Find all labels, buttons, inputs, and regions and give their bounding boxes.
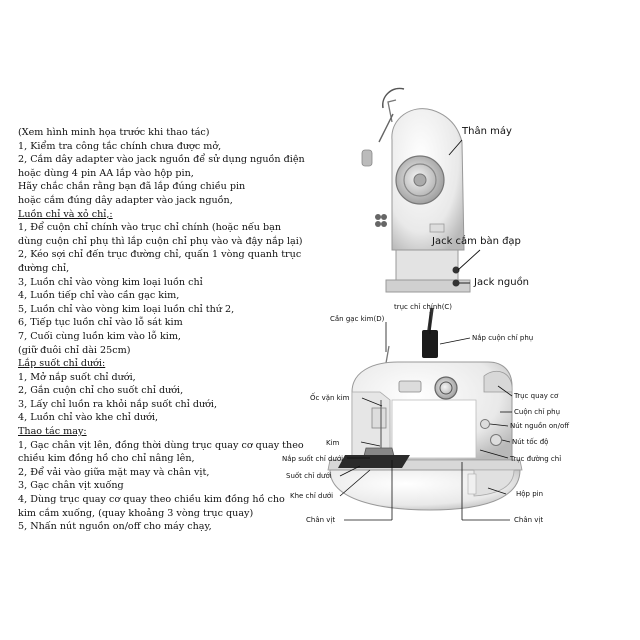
instruction-line: 1, Gạc chân vịt lên, đồng thời dùng trục…	[18, 439, 304, 451]
instruction-line: 2, Cắm dây adapter vào jack nguồn để sử …	[18, 154, 305, 166]
instruction-line: dùng cuộn chỉ phụ thì lắp cuộn chỉ phụ v…	[18, 235, 303, 247]
label-suot-chi-duoi: Suốt chỉ dưới	[286, 472, 332, 480]
label-chan-vit-right: Chân vịt	[514, 516, 544, 524]
instruction-line: 1, Mở nắp suốt chỉ dưới,	[18, 371, 136, 383]
instruction-line: 6, Tiếp tục luồn chỉ vào lỗ sát kim	[18, 317, 183, 329]
instruction-line: 4, Luồn tiếp chỉ vào cần gạc kim,	[18, 290, 180, 302]
instruction-line: 4, Luồn chỉ vào khe chỉ dưới,	[18, 412, 159, 424]
instruction-line: 3, Luồn chỉ vào vòng kim loại luồn chỉ	[18, 276, 203, 288]
instruction-line: 2, Để vải vào giữa mặt may và chân vịt,	[18, 466, 210, 478]
instruction-heading: Lắp suốt chỉ dưới:	[18, 358, 106, 370]
instruction-line: kim cắm xuống, (quay khoảng 3 vòng trục …	[18, 507, 254, 519]
instruction-heading: Thao tác may:	[18, 426, 87, 438]
instruction-line: (Xem hình minh họa trước khi thao tác)	[18, 127, 210, 138]
instruction-line: 1, Để cuộn chỉ chính vào trục chỉ chính …	[18, 222, 282, 234]
instruction-line: 5, Luồn chỉ vào vòng kim loại luồn chỉ t…	[18, 303, 235, 315]
instruction-line: đường chỉ,	[18, 262, 70, 274]
instruction-line: 7, Cuối cùng luồn kim vào lỗ kim,	[18, 330, 181, 342]
instruction-line: 1, Kiểm tra công tắc chính chưa được mở,	[18, 140, 222, 152]
instruction-line: Hãy chắc chắn rằng bạn đã lắp đúng chiều…	[18, 181, 246, 193]
instruction-line: 4, Dùng trục quay cơ quay theo chiều kim…	[18, 494, 285, 506]
instruction-line: 5, Nhấn nút nguồn on/off cho máy chạy,	[18, 521, 212, 533]
label-chan-vit-left: Chân vịt	[306, 516, 336, 524]
leader-lines	[339, 312, 513, 521]
instruction-line: 3, Lấy chỉ luồn ra khỏi nắp suốt chỉ dướ…	[18, 398, 218, 410]
label-oc-van-kim: Ốc vặn kim	[310, 394, 350, 402]
instruction-line: hoặc cắm đúng dây adapter vào jack nguồn…	[18, 194, 233, 206]
instruction-line: 3, Gạc chân vịt xuống	[18, 480, 124, 492]
label-hop-pin: Hộp pin	[516, 490, 544, 498]
label-jack-nguon: Jack nguồn	[474, 277, 530, 288]
label-can-gac-kim: Cần gạc kim(D)	[330, 315, 385, 323]
instruction-heading: Luồn chỉ và xỏ chỉ,:	[18, 208, 113, 220]
instruction-text: (Xem hình minh họa trước khi thao tác) 1,…	[18, 126, 318, 534]
label-nap-cuon-chi-phu: Nắp cuộn chỉ phụ	[472, 334, 534, 342]
instruction-line: 2, Gắn cuộn chỉ cho suốt chỉ dưới,	[18, 385, 184, 397]
instruction-line: chiều kim đồng hồ cho chỉ nâng lên,	[18, 453, 195, 465]
front-view-machine	[327, 307, 523, 511]
label-nut-nguon: Nút nguồn on/off	[510, 422, 570, 430]
label-jack-cam-ban-dap: Jack cắm bàn đạp	[432, 236, 521, 247]
label-kim: Kim	[326, 439, 340, 447]
label-truc-duong-chi: Trục đường chỉ	[510, 455, 562, 463]
label-nut-toc-do: Nút tốc độ	[512, 438, 549, 446]
instruction-line: hoặc dùng 4 pin AA lắp vào hộp pin,	[18, 167, 194, 179]
side-view-machine	[361, 87, 481, 293]
label-cuon-chi-phu: Cuộn chỉ phụ	[514, 408, 561, 416]
label-truc-chi-chinh: trục chỉ chính(C)	[394, 303, 453, 311]
instruction-line: (giữ đuôi chỉ dài 25cm)	[18, 344, 131, 356]
instruction-line: 2, Kéo sợi chỉ đến trục đường chỉ, quấn …	[18, 249, 302, 261]
label-khe-chi-duoi: Khe chỉ dưới	[290, 492, 334, 500]
label-than-may: Thân máy	[462, 126, 512, 137]
label-nap-suot-chi-duoi: Nắp suốt chỉ dưới	[282, 455, 344, 463]
label-truc-quay-co: Trục quay cơ	[514, 392, 559, 400]
